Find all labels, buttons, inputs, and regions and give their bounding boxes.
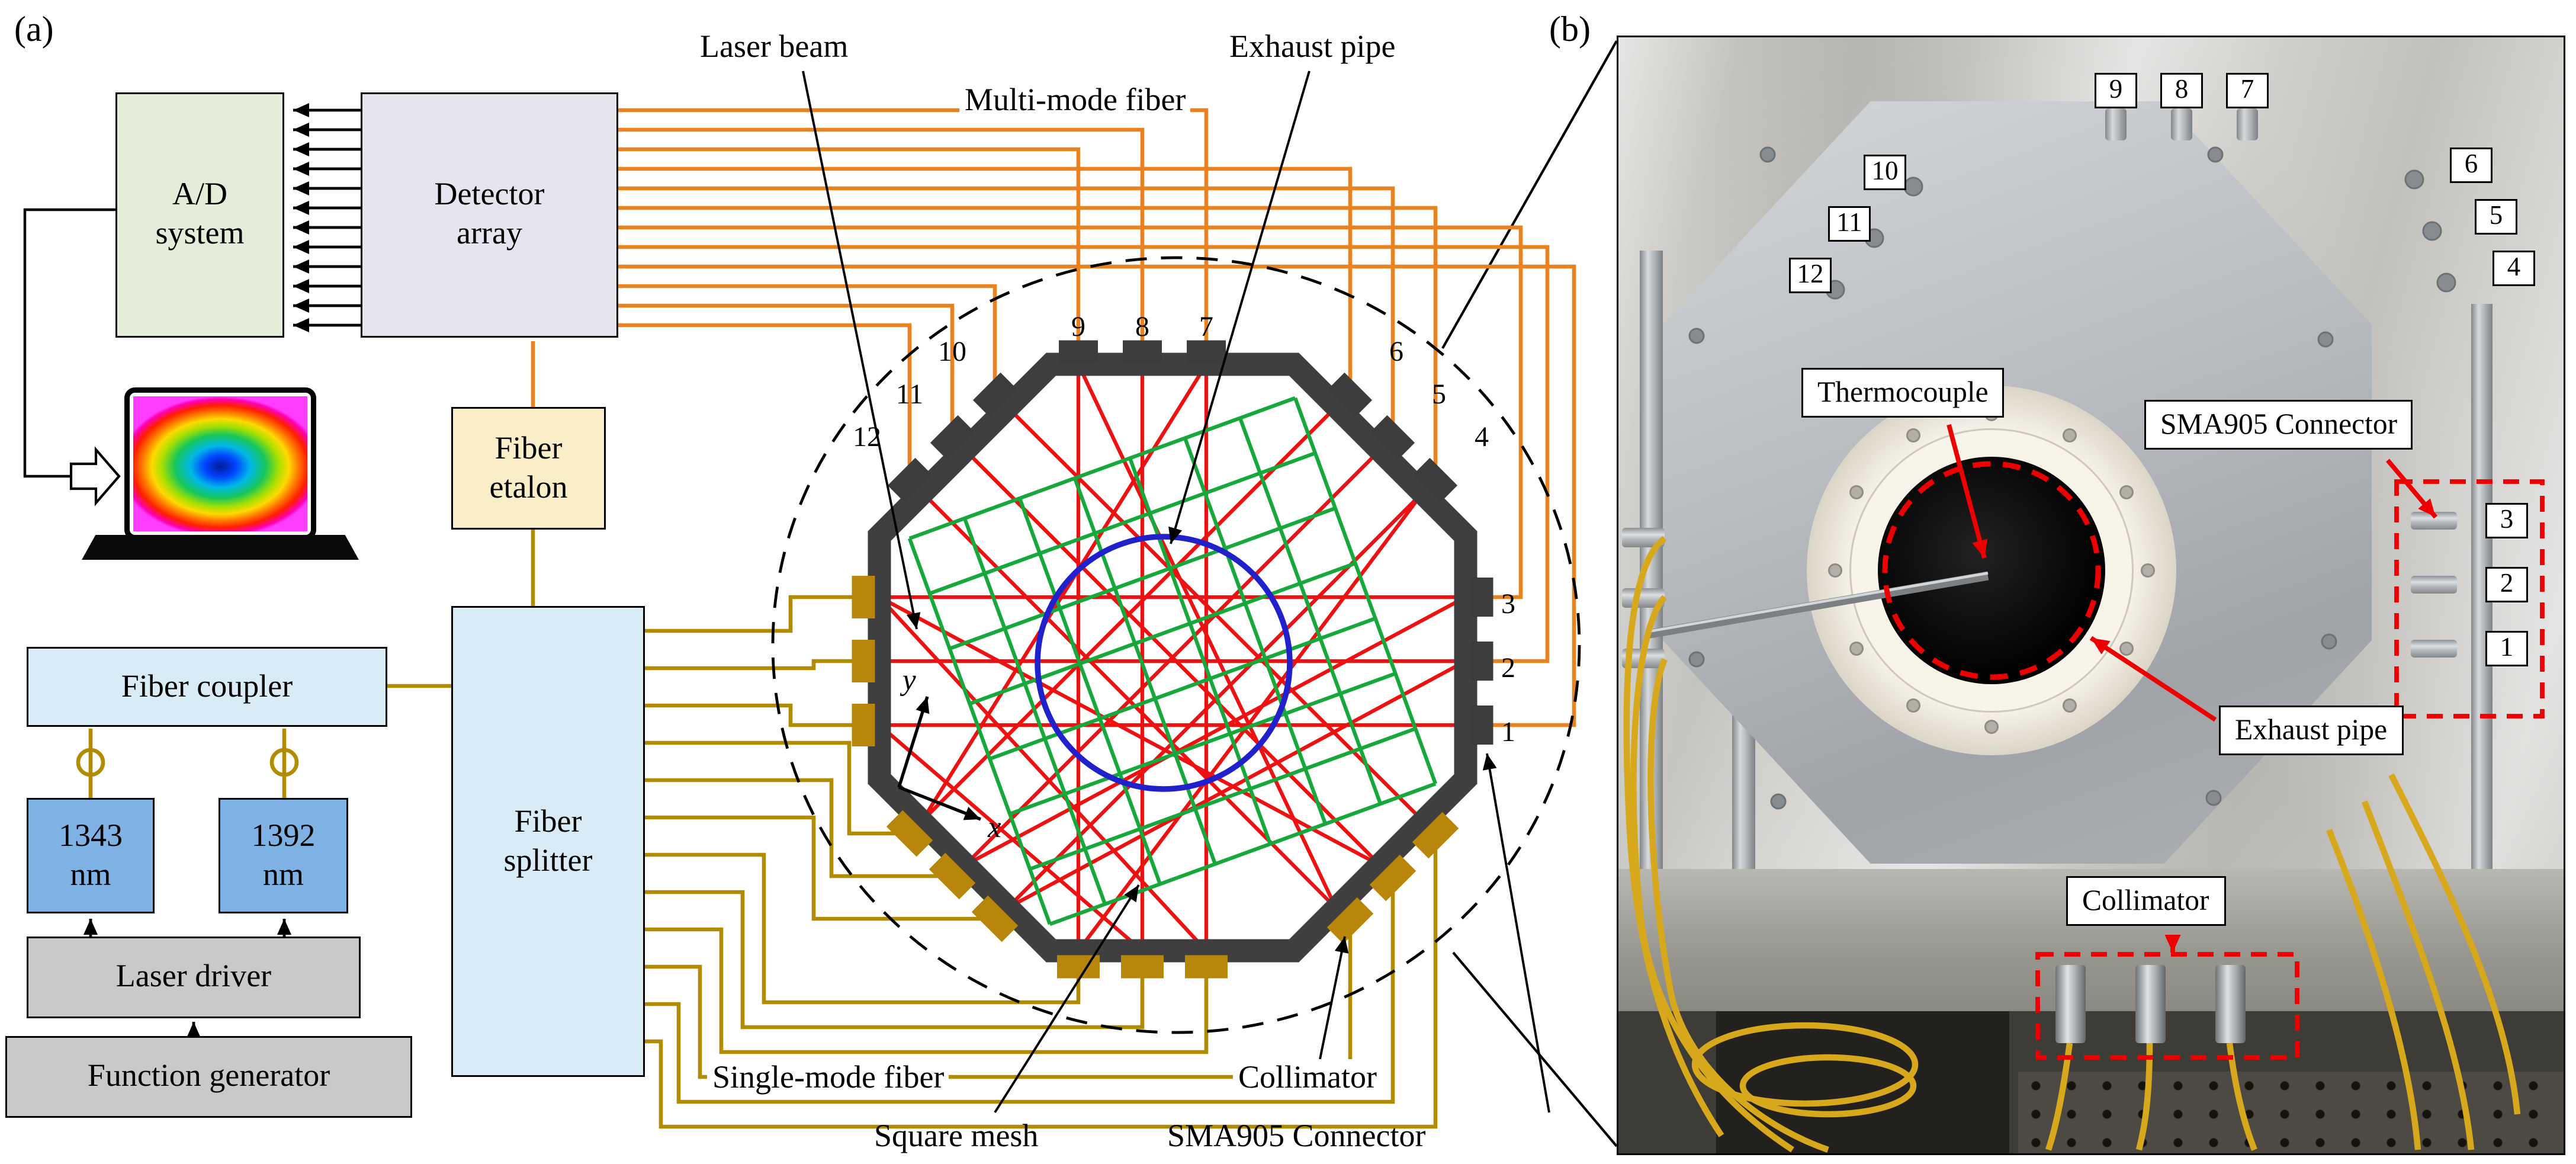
sma905-connector-stud (2411, 576, 2457, 594)
zoom-indicator-lines (1441, 40, 1618, 1147)
sma905-connector-label-photo: SMA905 Connector (2144, 400, 2414, 450)
temperature-heatmap (133, 396, 307, 531)
collimator-label: Collimator (1233, 1059, 1382, 1096)
collimator-dashed-box (2035, 952, 2299, 1060)
port-number-5-photo: 5 (2475, 199, 2517, 235)
single-mode-fiber-label: Single-mode fiber (707, 1059, 950, 1096)
laser-1343-box: 1343 nm (27, 798, 155, 913)
laser-1392-box: 1392 nm (219, 798, 348, 913)
fiber-etalon-box: Fiber etalon (451, 407, 606, 530)
thermocouple-rod (1646, 571, 1989, 639)
fiber-cables (1623, 535, 2521, 1153)
panel-a-label: (a) (14, 11, 54, 50)
port-number-3: 3 (1501, 588, 1515, 620)
port-numbers-schematic: 1 2 3 4 5 6 7 8 9 10 11 12 (853, 311, 1515, 748)
port-number-9-photo: 9 (2095, 73, 2137, 108)
sma905-connector-stud (2411, 640, 2457, 658)
flange-bolts (1828, 407, 2155, 734)
port-number-7: 7 (1199, 311, 1213, 342)
port-number-10-photo: 10 (1864, 155, 1906, 190)
port-number-2: 2 (1501, 652, 1515, 684)
port-number-11: 11 (896, 379, 923, 410)
ad-to-laptop-line (23, 208, 115, 478)
chamber-wall (868, 352, 1477, 963)
dashed-zoom-circle (771, 256, 1581, 1034)
photo-panel: Thermocouple SMA905 Connector Exhaust pi… (1617, 36, 2565, 1155)
port-number-4-photo: 4 (2493, 251, 2535, 286)
exhaust-pipe-label-photo: Exhaust pipe (2219, 706, 2404, 755)
port-number-6-photo: 6 (2450, 147, 2493, 183)
panel-b-label: (b) (1549, 11, 1591, 50)
coordinate-axes (897, 696, 981, 821)
port-number-6: 6 (1389, 336, 1403, 367)
laptop-arrow (69, 446, 121, 506)
port-number-9: 9 (1071, 311, 1085, 342)
port-number-2-photo: 2 (2485, 567, 2528, 602)
laser-driver-box: Laser driver (27, 937, 361, 1018)
detector-port-tabs (887, 340, 1493, 745)
collimator-cylinder (2055, 965, 2086, 1043)
thermocouple-rod-highlight (1646, 572, 1989, 633)
collimator-cylinder (2215, 965, 2246, 1043)
port-number-10: 10 (938, 336, 966, 367)
detector-to-ad-arrows (293, 103, 361, 332)
sma905-connector-label: SMA905 Connector (1167, 1118, 1426, 1153)
port-number-8: 8 (1135, 311, 1149, 342)
exhaust-pipe-dashed-circle (1882, 461, 2101, 680)
collimator-label-photo: Collimator (2066, 876, 2225, 926)
function-generator-box: Function generator (5, 1036, 412, 1118)
laser-beam-lines (878, 363, 1467, 953)
detector-array-box: Detector array (361, 92, 618, 338)
port-number-1: 1 (1501, 716, 1515, 748)
red-annotations (1882, 424, 2545, 1060)
port-number-7-photo: 7 (2226, 73, 2269, 108)
leader-lines (802, 70, 1550, 1114)
port-number-4: 4 (1475, 421, 1489, 453)
port-number-12-photo: 12 (1789, 258, 1832, 293)
laptop-keyboard (82, 535, 359, 560)
laser-beam-label: Laser beam (700, 28, 849, 64)
thermocouple-label: Thermocouple (1801, 368, 2005, 418)
port-number-1-photo: 1 (2485, 631, 2528, 666)
port-number-5: 5 (1432, 379, 1446, 410)
fiber-coupler-box: Fiber coupler (27, 647, 387, 727)
square-mesh-label: Square mesh (874, 1118, 1039, 1153)
ad-system-box: A/D system (115, 92, 284, 338)
axis-y-label: y (900, 663, 916, 697)
fiber-port-stud (2237, 108, 2258, 140)
signal-arrows (83, 919, 291, 1038)
fiber-port-stud (2171, 108, 2192, 140)
port-number-11-photo: 11 (1828, 206, 1871, 242)
collimator-port-tabs (852, 576, 1459, 979)
port-number-8-photo: 8 (2160, 73, 2203, 108)
multi-mode-fiber-label: Multi-mode fiber (959, 82, 1191, 119)
exhaust-pipe-label: Exhaust pipe (1229, 28, 1396, 64)
single-mode-fiber-lines (76, 530, 1438, 1129)
collimator-cylinder (2135, 965, 2166, 1043)
sma905-dashed-box (2394, 479, 2545, 719)
fiber-port-stud (2105, 108, 2127, 140)
port-number-3-photo: 3 (2485, 503, 2528, 538)
port-number-12: 12 (853, 421, 881, 453)
photo-annotations (1623, 146, 2545, 1153)
fiber-splitter-box: Fiber splitter (451, 606, 645, 1077)
axis-x-label: x (987, 811, 1001, 844)
exhaust-pipe-circle (1035, 534, 1293, 792)
square-mesh-grid (907, 396, 1438, 926)
